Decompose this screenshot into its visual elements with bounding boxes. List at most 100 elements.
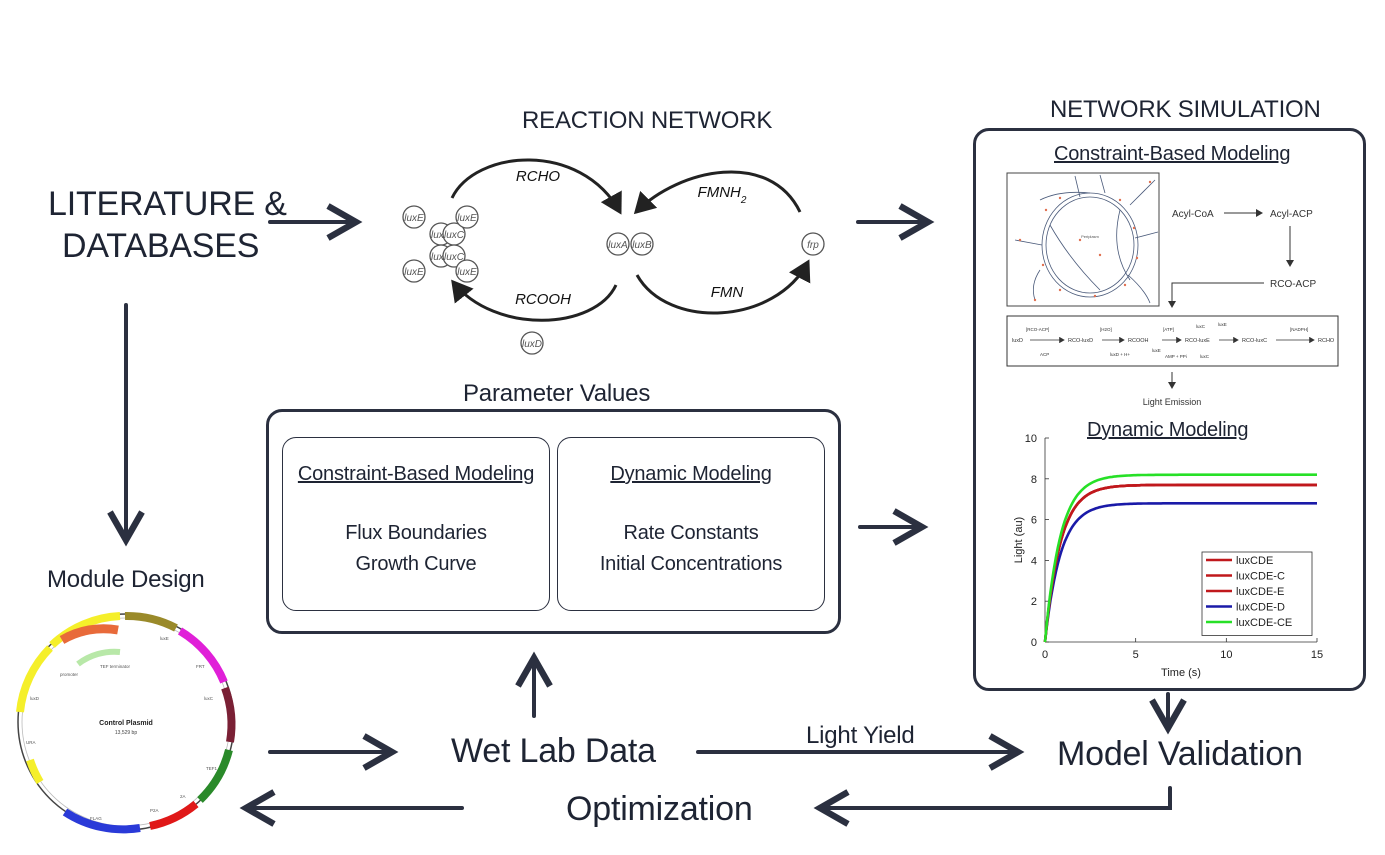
lux-node-cluster: luxE luxC luxC luxE luxC luxC luxE luxE … bbox=[402, 205, 825, 355]
optimization-label: Optimization bbox=[566, 790, 753, 828]
svg-text:luxA: luxA bbox=[608, 240, 628, 251]
svg-text:TEF terminator: TEF terminator bbox=[100, 664, 131, 669]
series-line-luxCDE-D bbox=[1043, 502, 1317, 643]
x-tick-label: 15 bbox=[1311, 649, 1323, 661]
pathway-cofactor: [NADPH] bbox=[1290, 327, 1308, 332]
x-tick-label: 5 bbox=[1133, 649, 1139, 661]
svg-text:URA: URA bbox=[26, 740, 36, 745]
initial-concentrations-label: Initial Concentrations bbox=[599, 553, 783, 575]
model-validation-label: Model Validation bbox=[1057, 735, 1303, 773]
fmn-label: FMN bbox=[711, 284, 744, 301]
network-simulation-box bbox=[973, 128, 1366, 691]
svg-text:luxE: luxE bbox=[160, 636, 169, 641]
y-tick-label: 0 bbox=[1031, 637, 1037, 649]
x-tick-label: 10 bbox=[1220, 649, 1232, 661]
pathway-cofactor: [H2O] bbox=[1100, 327, 1112, 332]
x-tick-label: 0 bbox=[1042, 649, 1048, 661]
svg-text:Periplasm: Periplasm bbox=[1081, 234, 1099, 239]
cbm-parameter-panel bbox=[282, 437, 550, 611]
luxE-node: luxE bbox=[402, 205, 426, 229]
svg-text:FLAG: FLAG bbox=[90, 816, 102, 821]
svg-text:promoter: promoter bbox=[60, 672, 79, 677]
light-emission-label: Light Emission bbox=[1143, 397, 1202, 407]
y-tick-label: 8 bbox=[1031, 474, 1037, 486]
dynamic-parameter-title: Dynamic Modeling bbox=[610, 463, 772, 485]
pathway-cofactor: [RCO-ACP] bbox=[1026, 327, 1049, 332]
pathway-species: RCHO bbox=[1318, 338, 1335, 344]
growth-curve-label: Growth Curve bbox=[355, 553, 477, 575]
parameter-values-title: Parameter Values bbox=[463, 380, 651, 407]
frp-node: frp bbox=[801, 232, 825, 256]
flux-boundaries-label: Flux Boundaries bbox=[345, 522, 487, 544]
svg-text:P2A: P2A bbox=[150, 808, 159, 813]
luxB-node: luxB bbox=[630, 232, 654, 256]
plasmid-name: Control Plasmid bbox=[99, 720, 153, 727]
svg-text:luxE: luxE bbox=[457, 267, 477, 278]
svg-text:luxB: luxB bbox=[632, 240, 652, 251]
pathway-cofactor: luxC bbox=[1196, 324, 1206, 329]
acyl-coa-label: Acyl-CoA bbox=[1172, 209, 1214, 220]
luxE-node: luxE bbox=[455, 259, 479, 283]
svg-text:luxE: luxE bbox=[404, 213, 424, 224]
cbm-parameter-title: Constraint-Based Modeling bbox=[297, 463, 535, 485]
module-design-label: Module Design bbox=[47, 566, 205, 593]
pathway-cofactor: luxC bbox=[1200, 354, 1210, 359]
pathway-species: RCOOH bbox=[1128, 338, 1149, 344]
svg-text:luxC: luxC bbox=[431, 230, 452, 241]
dynamic-parameter-panel bbox=[557, 437, 825, 611]
y-tick-label: 10 bbox=[1025, 433, 1037, 445]
simulation-dynamic-title: Dynamic Modeling bbox=[1087, 419, 1249, 441]
pathway-cofactor: ACP bbox=[1040, 352, 1049, 357]
x-axis-label: Time (s) bbox=[1161, 667, 1201, 679]
svg-text:luxD: luxD bbox=[522, 339, 542, 350]
svg-text:2A: 2A bbox=[180, 794, 186, 799]
reaction-network-title: REACTION NETWORK bbox=[522, 107, 773, 134]
y-tick-label: 4 bbox=[1031, 555, 1037, 567]
svg-text:luxC: luxC bbox=[431, 252, 452, 263]
luxE-node: luxE bbox=[402, 259, 426, 283]
pathway-cofactor: luxD + H+ bbox=[1110, 352, 1130, 357]
wet-lab-data-label: Wet Lab Data bbox=[451, 732, 656, 770]
acyl-acp-label: Acyl-ACP bbox=[1270, 209, 1313, 220]
legend-label: luxCDE-CE bbox=[1236, 617, 1292, 629]
literature-label: LITERATURE & DATABASES bbox=[48, 185, 287, 265]
pathway-species: RCO-luxD bbox=[1068, 338, 1093, 344]
pathway-species: RCO-luxE bbox=[1185, 338, 1210, 344]
pathway-cofactor: AMP + PPi bbox=[1165, 354, 1187, 359]
pathway-cofactor: luxE bbox=[1218, 322, 1227, 327]
svg-text:FRT: FRT bbox=[196, 664, 205, 669]
arrow-validation-to-optimization bbox=[813, 786, 1172, 827]
svg-text:frp: frp bbox=[807, 240, 819, 251]
svg-text:luxC: luxC bbox=[204, 696, 214, 701]
light-yield-label: Light Yield bbox=[806, 722, 915, 749]
luxD-node: luxD bbox=[520, 331, 544, 355]
series-line-luxCDE-E bbox=[1043, 483, 1317, 643]
svg-text:TEF1: TEF1 bbox=[206, 766, 217, 771]
rcooh-label: RCOOH bbox=[515, 291, 571, 308]
plasmid-size: 13,529 bp bbox=[115, 730, 137, 736]
y-axis-label: Light (au) bbox=[1013, 517, 1025, 563]
simulation-cbm-title: Constraint-Based Modeling bbox=[1054, 143, 1291, 165]
luxA-node: luxA bbox=[606, 232, 630, 256]
pathway-cofactor: [ATP] bbox=[1163, 327, 1174, 332]
svg-text:luxE: luxE bbox=[457, 213, 477, 224]
reaction-network bbox=[450, 158, 811, 322]
pathway-species: luxD bbox=[1012, 338, 1023, 344]
svg-text:luxC: luxC bbox=[444, 252, 465, 263]
metabolic-network-thumbnail: Periplasm bbox=[1006, 172, 1160, 307]
parameter-values-box bbox=[266, 409, 841, 634]
pathway-species: RCO-luxC bbox=[1242, 338, 1267, 344]
y-tick-label: 6 bbox=[1031, 515, 1037, 527]
series-line-luxCDE-CE bbox=[1043, 473, 1317, 643]
legend-label: luxCDE-D bbox=[1236, 602, 1285, 614]
legend-label: luxCDE-C bbox=[1236, 571, 1285, 583]
pathway-cofactor: luxE bbox=[1152, 348, 1161, 353]
svg-text:luxC: luxC bbox=[444, 230, 465, 241]
svg-text:luxE: luxE bbox=[404, 267, 424, 278]
y-tick-label: 2 bbox=[1031, 596, 1037, 608]
rate-constants-label: Rate Constants bbox=[623, 522, 759, 544]
